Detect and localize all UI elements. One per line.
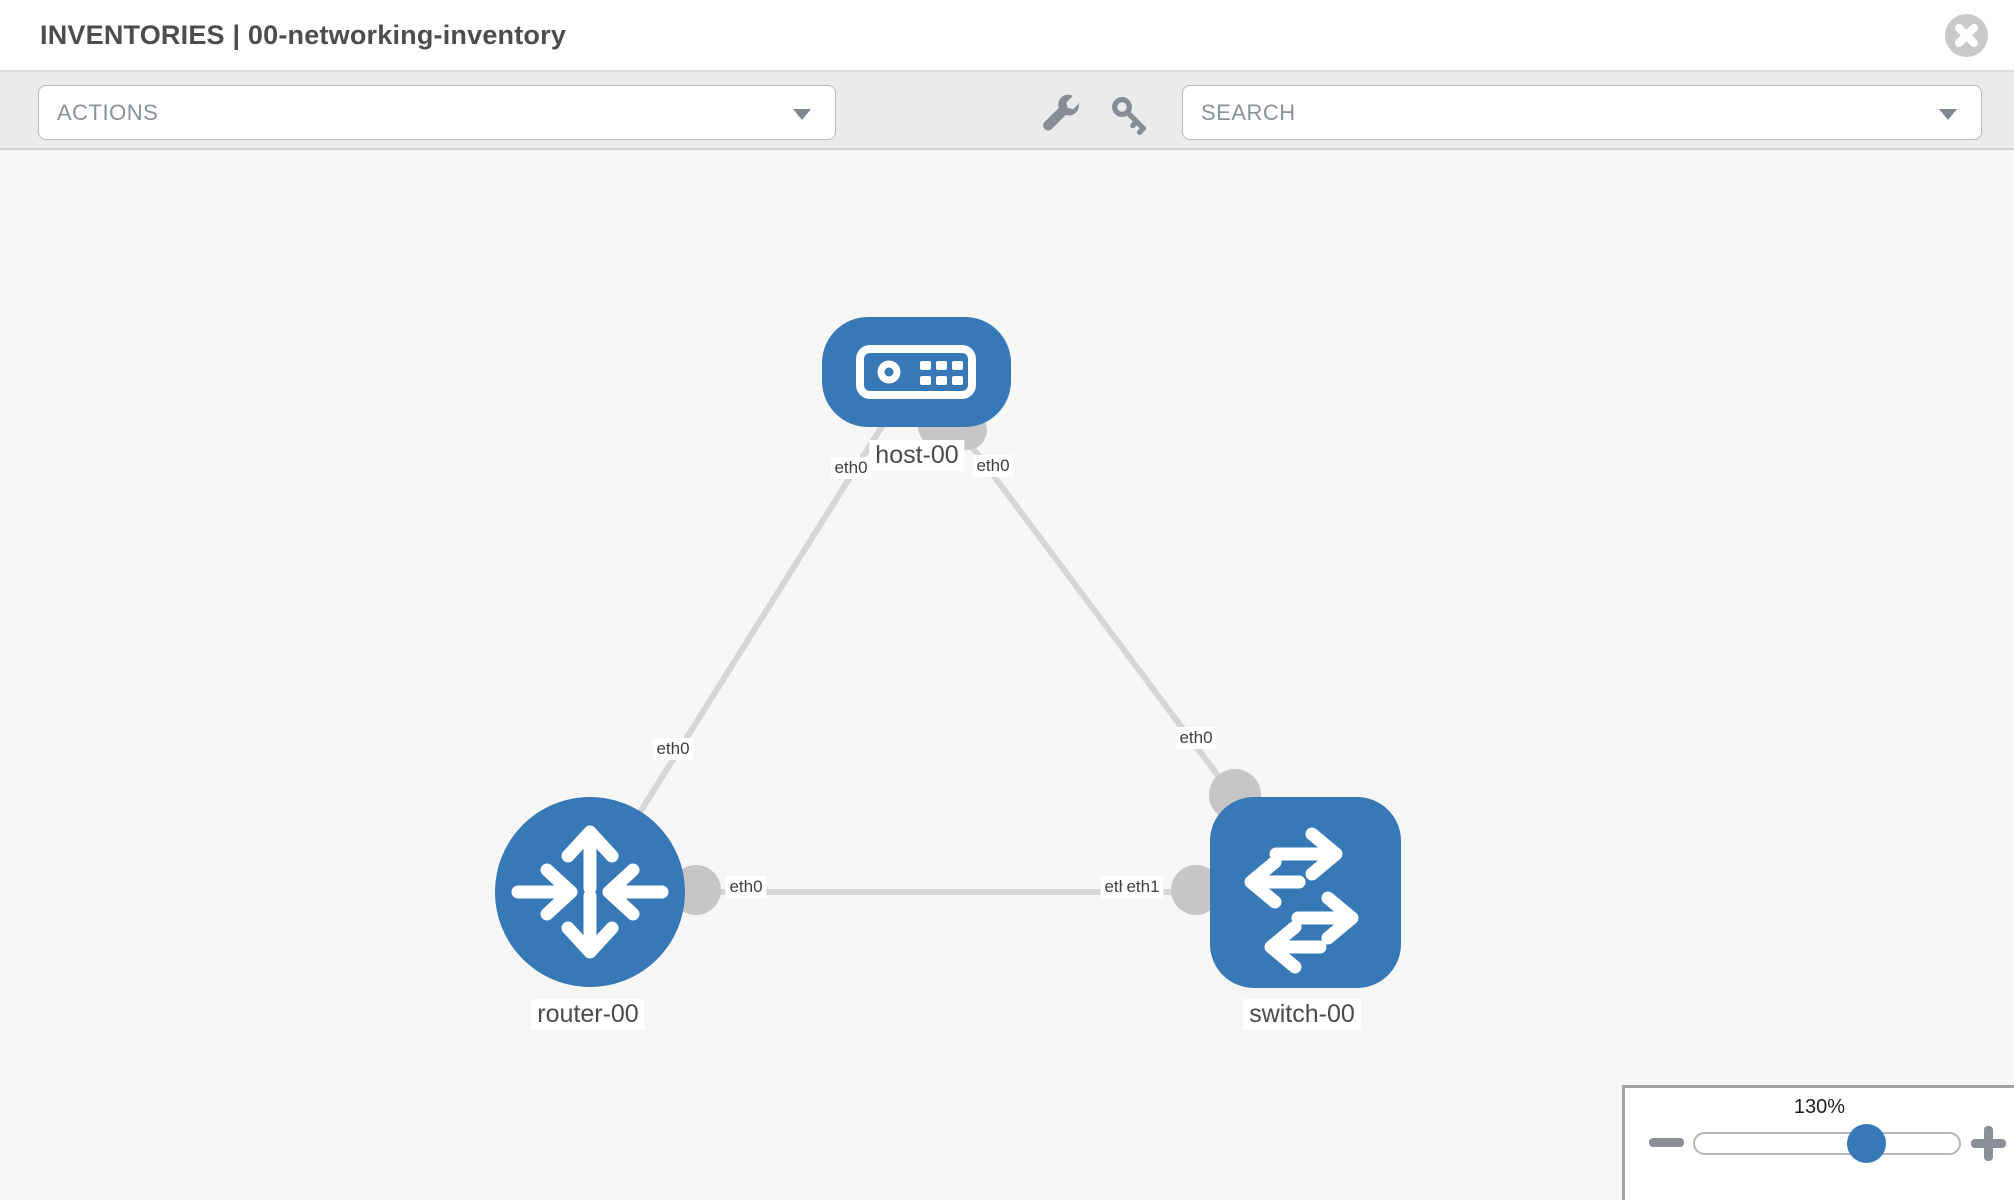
port-label: eth0 bbox=[725, 876, 767, 898]
zoom-out-icon[interactable] bbox=[1649, 1138, 1684, 1147]
switch-icon bbox=[1244, 827, 1359, 974]
host-icon bbox=[856, 345, 976, 399]
actions-dropdown[interactable]: ACTIONS bbox=[38, 85, 836, 140]
router-icon bbox=[511, 825, 669, 959]
node-label-router-00: router-00 bbox=[531, 999, 645, 1030]
key-icon bbox=[1108, 96, 1150, 138]
close-button[interactable] bbox=[1945, 14, 1988, 57]
port-label: eth1 bbox=[1122, 876, 1164, 898]
node-switch-00[interactable] bbox=[1210, 797, 1401, 988]
search-dropdown-label: SEARCH bbox=[1201, 100, 1296, 125]
ports-layer bbox=[671, 403, 1261, 915]
zoom-in-icon[interactable] bbox=[1971, 1126, 2006, 1161]
node-label-switch-00: switch-00 bbox=[1243, 999, 1361, 1030]
actions-dropdown-label: ACTIONS bbox=[57, 100, 159, 125]
chevron-down-icon bbox=[793, 109, 811, 120]
port-label: eth0 bbox=[972, 455, 1014, 477]
page-header: INVENTORIES | 00-networking-inventory bbox=[0, 0, 2014, 72]
zoom-slider-track[interactable] bbox=[1693, 1132, 1961, 1155]
chevron-down-icon bbox=[1939, 109, 1957, 120]
port-label: eth0 bbox=[652, 738, 694, 760]
page-title: INVENTORIES | 00-networking-inventory bbox=[40, 20, 567, 50]
wrench-icon bbox=[1042, 94, 1084, 138]
credentials-button[interactable] bbox=[1106, 92, 1152, 138]
zoom-slider-thumb[interactable] bbox=[1847, 1124, 1886, 1163]
search-dropdown[interactable]: SEARCH bbox=[1182, 85, 1982, 140]
zoom-level-value: 130% bbox=[1793, 1096, 1846, 1118]
topology-canvas[interactable]: host-00 router-00 switch-00 eth0 eth0 et… bbox=[0, 150, 2014, 1200]
node-host-00[interactable] bbox=[822, 317, 1011, 427]
port-switch-eth1[interactable] bbox=[1171, 865, 1221, 915]
zoom-panel: 130% bbox=[1622, 1085, 2014, 1200]
node-router-00[interactable] bbox=[495, 797, 685, 987]
port-label: eth0 bbox=[1175, 727, 1217, 749]
configure-button[interactable] bbox=[1040, 92, 1086, 138]
toolbar: ACTIONS SEARCH bbox=[0, 72, 2014, 150]
port-label: eth0 bbox=[830, 457, 872, 479]
node-label-host-00: host-00 bbox=[869, 440, 965, 471]
